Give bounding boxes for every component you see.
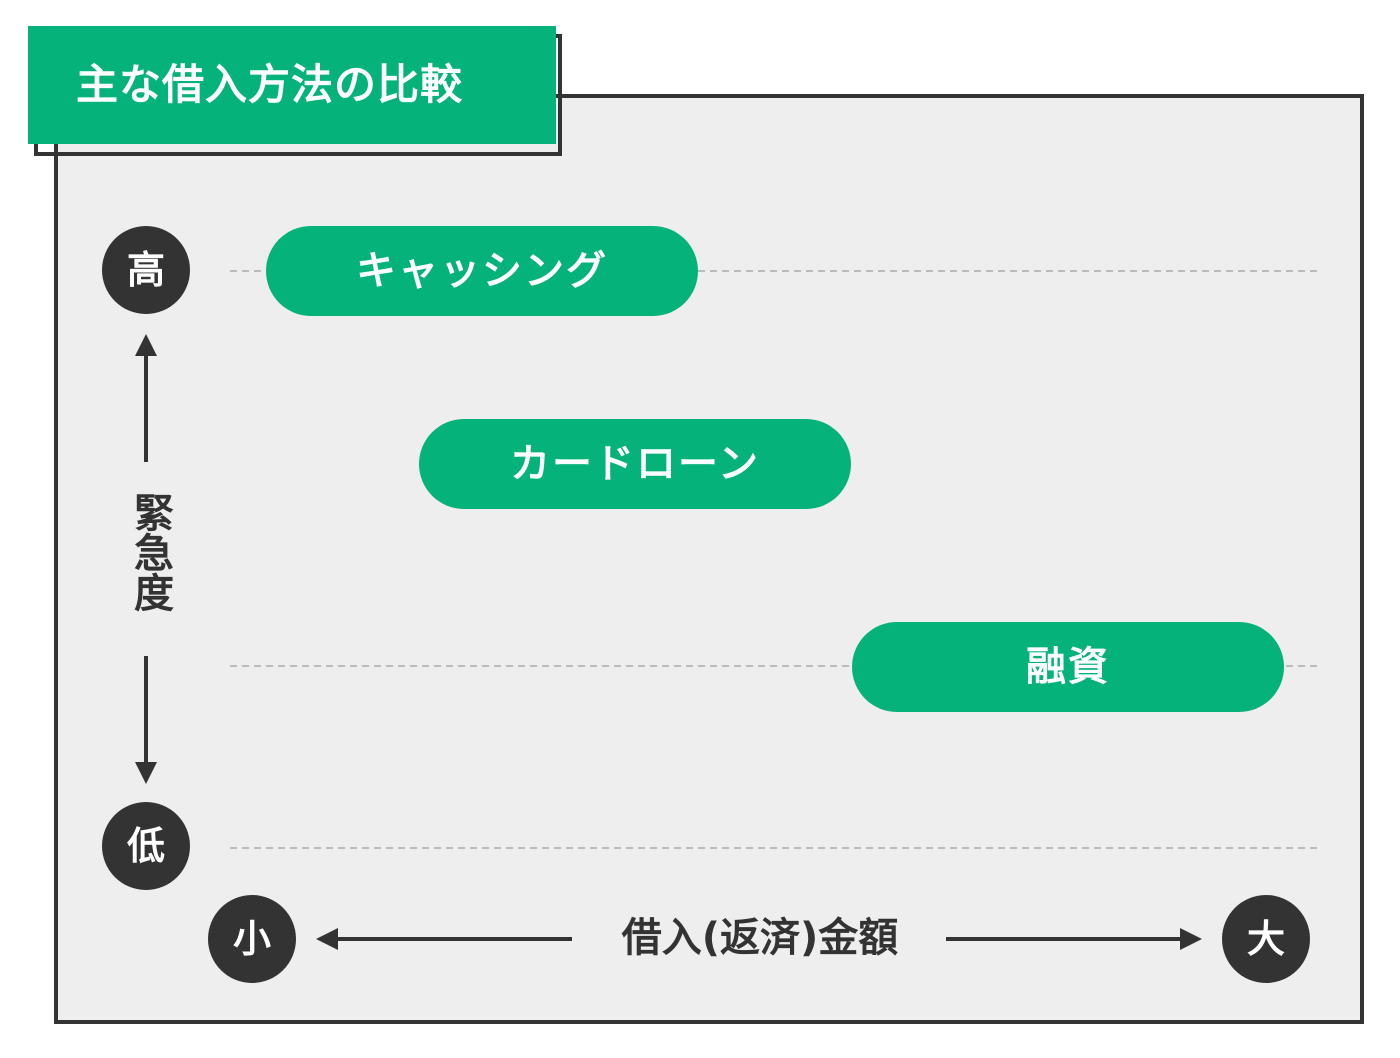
x-axis-large-badge: 大 [1222,895,1310,983]
y-arrow-down-head [135,762,157,784]
item-financing: 融資 [852,622,1284,712]
x-arrow-left-head [316,928,338,950]
x-axis-small-badge: 小 [208,895,296,983]
item-cashing: キャッシング [266,226,698,316]
x-arrow-right-head [1180,928,1202,950]
y-axis-high-badge: 高 [102,226,190,314]
y-axis-low-badge: 低 [102,802,190,890]
y-arrow-up-head [135,334,157,356]
x-axis-label: 借入(返済)金額 [621,915,899,961]
title-block: 主な借入方法の比較 [28,26,562,156]
y-axis-label: 緊急度 [127,492,173,612]
item-card-loan: カードローン [419,419,851,509]
page-title: 主な借入方法の比較 [28,26,556,144]
